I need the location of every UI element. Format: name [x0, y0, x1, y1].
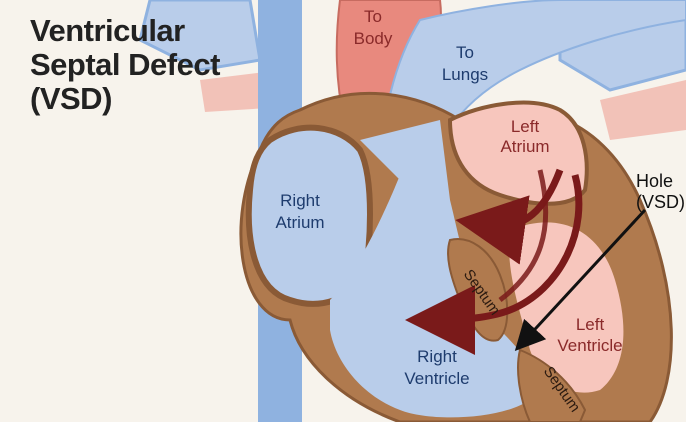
to-lungs-label-line2: Lungs [442, 65, 488, 84]
outflow-tract [360, 120, 450, 200]
flow-arrow-through-vsd [405, 174, 583, 355]
right-ventricle-label-line2: Ventricle [404, 369, 469, 388]
to-body-label-line2: Body [354, 29, 393, 48]
hole-pointer-arrow [514, 208, 647, 352]
right-vessel-red [600, 80, 686, 140]
to-lungs-label-line1: To [456, 43, 474, 62]
pulmonary-vein-left [138, 0, 262, 72]
flow-arrow-left-ventricle [498, 169, 549, 302]
left-atrium-chamber [447, 100, 589, 206]
left-atrium-label-line1: Left [511, 117, 540, 136]
right-ventricle-label-line1: Right [417, 347, 457, 366]
flow-arrow-left-atrium [455, 168, 564, 265]
septum-lower-wall [517, 348, 587, 422]
hole-label-line2: (VSD) [636, 192, 685, 212]
right-atrium-label-line1: Right [280, 191, 320, 210]
title-line-1: Ventricular [30, 13, 185, 48]
pulmonary-vessel-band [200, 72, 268, 112]
title-line-2: Septal Defect [30, 47, 220, 82]
to-body-label-line1: To [364, 7, 382, 26]
left-atrium-label-line2: Atrium [500, 137, 549, 156]
left-ventricle-label-line2: Ventricle [557, 336, 622, 355]
hole-label-line1: Hole [636, 171, 673, 191]
title-line-3: (VSD) [30, 81, 112, 116]
left-ventricle-label-line1: Left [576, 315, 605, 334]
right-atrium-label-line2: Atrium [275, 213, 324, 232]
